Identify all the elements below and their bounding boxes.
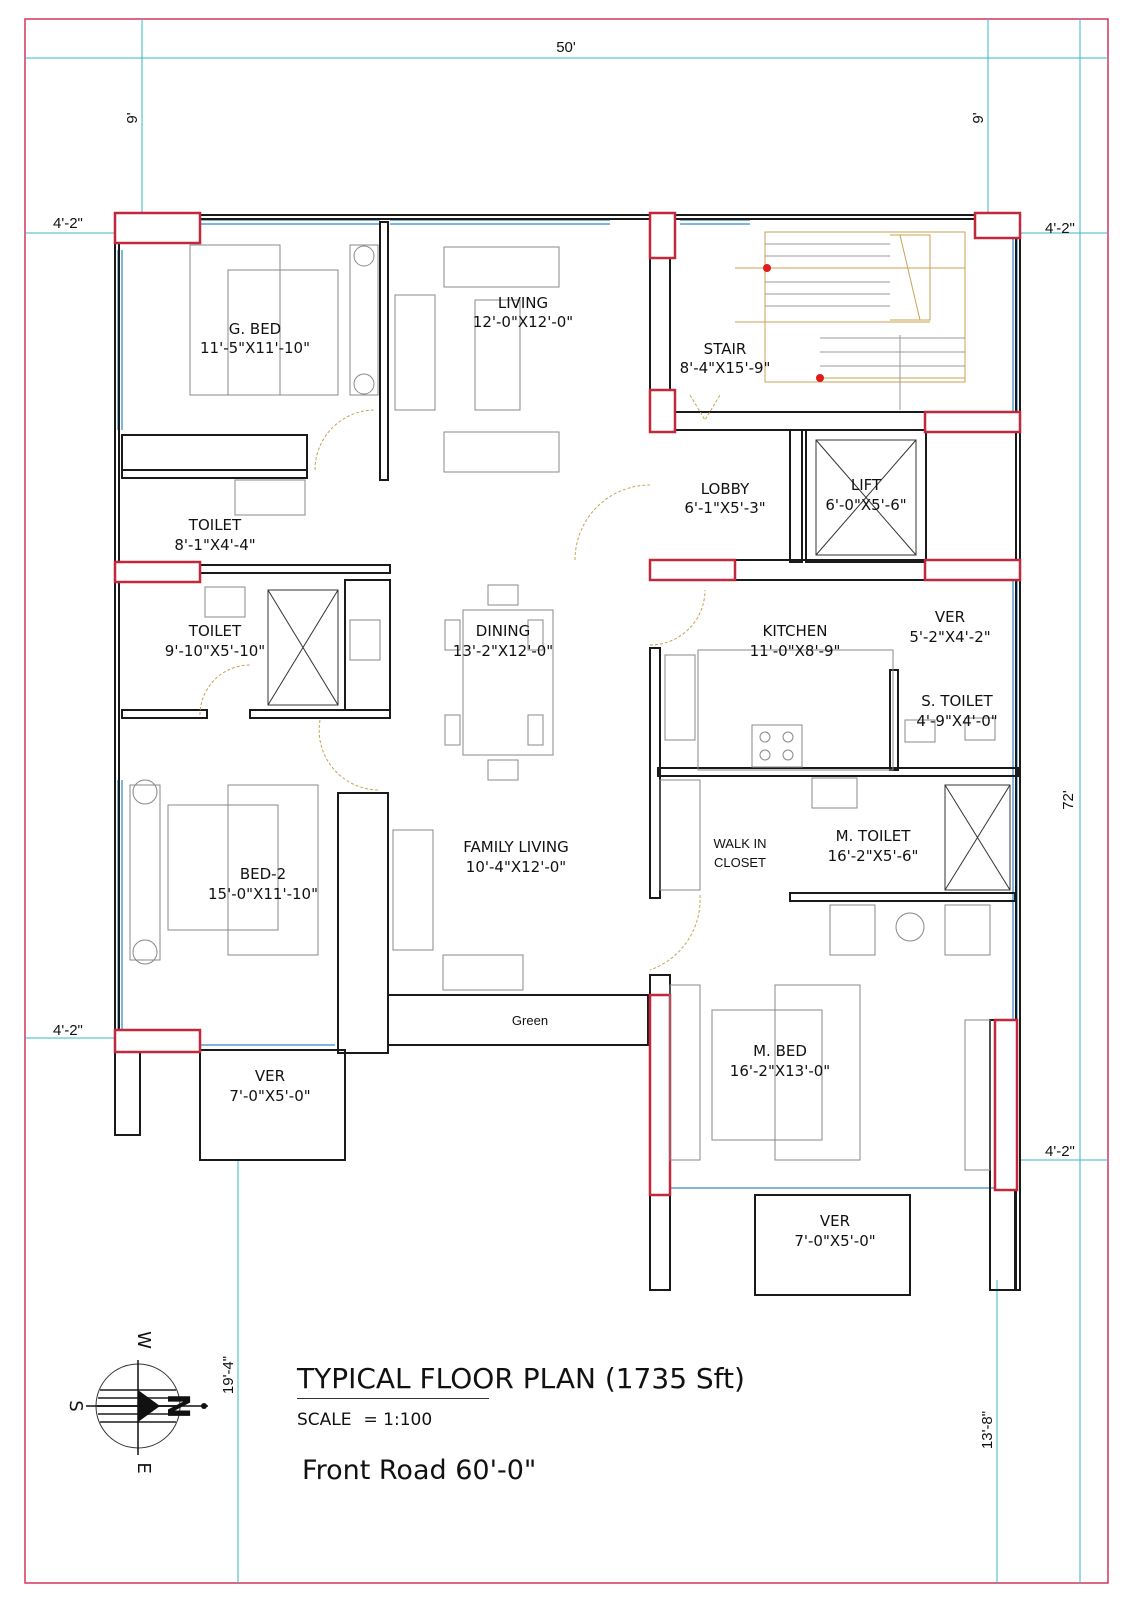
lift-size: 6'-0"X5'-6" xyxy=(825,496,906,514)
compass-west-label: W xyxy=(133,1331,154,1349)
title-underline xyxy=(297,1398,489,1399)
lift-name: LIFT xyxy=(851,476,882,494)
dining-size: 13'-2"X12'-0" xyxy=(453,642,553,660)
g-bed-size: 11'-5"X11'-10" xyxy=(200,339,310,357)
room-labels: G. BED 11'-5"X11'-10" LIVING 12'-0"X12'-… xyxy=(165,294,998,1250)
ver-left-size: 7'-0"X5'-0" xyxy=(229,1087,310,1105)
setback-right-upper-label: 4'-2" xyxy=(1045,220,1075,237)
m-toilet-size: 16'-2"X5'-6" xyxy=(828,847,919,865)
family-living-name: FAMILY LIVING xyxy=(463,838,568,856)
bed-2-name: BED-2 xyxy=(240,865,286,883)
toilet-1-name: TOILET xyxy=(188,516,242,534)
dimension-lines xyxy=(25,19,1108,1583)
s-toilet-name: S. TOILET xyxy=(921,692,993,710)
setback-right-lower-label: 4'-2" xyxy=(1045,1143,1075,1160)
lift-shaft xyxy=(815,439,917,556)
kitchen-name: KITCHEN xyxy=(763,622,828,640)
stair-name: STAIR xyxy=(704,340,747,358)
m-bed-name: M. BED xyxy=(753,1042,807,1060)
m-bed-size: 16'-2"X13'-0" xyxy=(730,1062,830,1080)
green-label: Green xyxy=(512,1013,548,1028)
toilet-1-size: 8'-1"X4'-4" xyxy=(174,536,255,554)
windows xyxy=(117,219,1018,1189)
ver-left-name: VER xyxy=(255,1067,285,1085)
ver-right-size: 7'-0"X5'-0" xyxy=(794,1232,875,1250)
toilet-2-name: TOILET xyxy=(188,622,242,640)
living-name: LIVING xyxy=(498,294,548,312)
s-toilet-size: 4'-9"X4'-0" xyxy=(916,712,997,730)
north-compass: N S W E xyxy=(65,1331,208,1474)
walk-in-closet-line1: WALK IN xyxy=(714,836,767,851)
setback-left-lower-label: 4'-2" xyxy=(53,1022,83,1039)
m-toilet-name: M. TOILET xyxy=(836,827,912,845)
scale-label: SCALE xyxy=(297,1410,352,1430)
dining-name: DINING xyxy=(476,622,530,640)
columns xyxy=(113,211,1022,1197)
front-road-label: Front Road 60'-0" xyxy=(302,1455,537,1486)
kitchen-size: 11'-0"X8'-9" xyxy=(750,642,841,660)
ver-kitchen-size: 5'-2"X4'-2" xyxy=(909,628,990,646)
plan-title: TYPICAL FLOOR PLAN (1735 Sft) xyxy=(297,1362,745,1395)
scale-line: SCALE = 1:100 xyxy=(297,1410,432,1430)
stair-up-marker xyxy=(763,264,771,272)
lobby-size: 6'-1"X5'-3" xyxy=(684,499,765,517)
dimension-labels: 50' 9' 9' 4'-2" 4'-2" 4'-2" 4'-2" 72' 19… xyxy=(53,39,1077,1449)
setback-bottom-left-label: 19'-4" xyxy=(220,1356,237,1394)
door-swings xyxy=(199,394,721,971)
compass-north-label: N xyxy=(160,1393,195,1418)
g-bed-name: G. BED xyxy=(229,320,281,338)
sheet-border xyxy=(24,18,1109,1584)
bed-2-size: 15'-0"X11'-10" xyxy=(208,885,318,903)
ver-kitchen-name: VER xyxy=(935,608,965,626)
stair-down-marker xyxy=(816,374,824,382)
compass-east-label: E xyxy=(133,1462,154,1473)
lobby-name: LOBBY xyxy=(701,480,750,498)
setback-top-left-label: 9' xyxy=(124,112,141,123)
walk-in-closet-line2: CLOSET xyxy=(714,855,766,870)
compass-needle-icon xyxy=(138,1390,160,1422)
stair-treads xyxy=(765,243,965,410)
staircase xyxy=(735,231,966,383)
scale-value: = 1:100 xyxy=(363,1410,433,1430)
plot-width-label: 50' xyxy=(556,39,576,56)
compass-south-label: S xyxy=(65,1400,86,1411)
family-living-size: 10'-4"X12'-0" xyxy=(466,858,566,876)
stair-size: 8'-4"X15'-9" xyxy=(680,359,771,377)
setback-left-upper-label: 4'-2" xyxy=(53,215,83,232)
walls xyxy=(114,214,1021,1296)
ver-right-name: VER xyxy=(820,1212,850,1230)
setback-bottom-right-label: 13'-8" xyxy=(979,1411,996,1449)
toilet-2-size: 9'-10"X5'-10" xyxy=(165,642,265,660)
living-size: 12'-0"X12'-0" xyxy=(473,313,573,331)
shower-trays xyxy=(267,589,1011,891)
setback-top-right-label: 9' xyxy=(970,112,987,123)
plot-length-label: 72' xyxy=(1060,790,1077,810)
furniture xyxy=(129,244,996,1171)
